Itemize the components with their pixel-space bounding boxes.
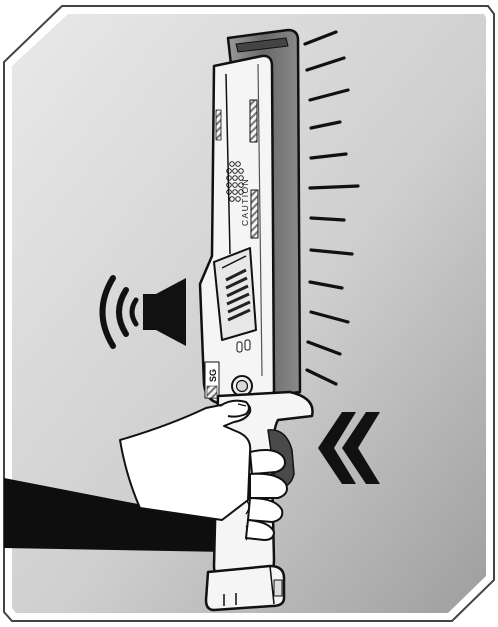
- caution-label: CAUTION: [240, 178, 250, 226]
- device-logo: SG: [208, 369, 218, 382]
